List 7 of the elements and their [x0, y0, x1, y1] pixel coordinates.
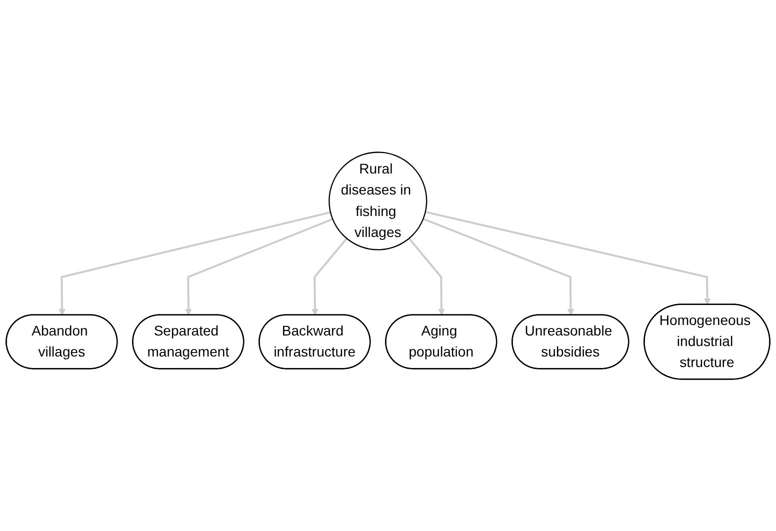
arrow: [58, 211, 331, 316]
arrow: [425, 210, 711, 305]
node-circle: Rural diseases in fishing villages: [328, 151, 428, 250]
arrow: [185, 218, 334, 316]
arrow: [312, 238, 348, 316]
arrow: [422, 218, 574, 316]
arrow: [408, 238, 445, 316]
